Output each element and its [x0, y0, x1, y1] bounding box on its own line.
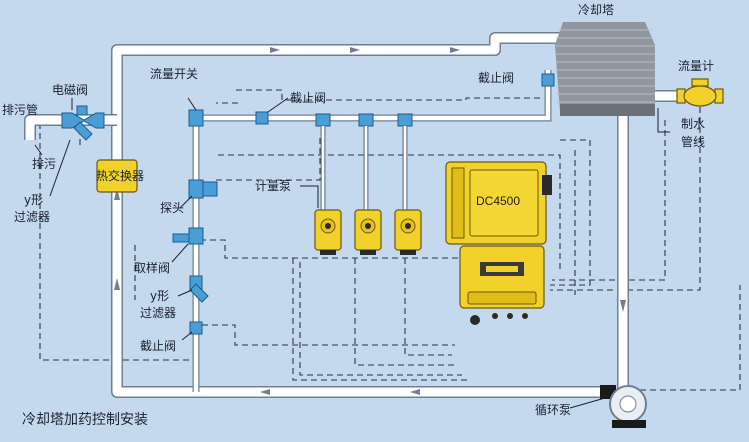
solenoid-valve-label: 电磁阀 — [52, 82, 88, 97]
cooling-tower-label: 冷却塔 — [578, 3, 614, 17]
makeup-line-label-2: 管线 — [681, 134, 705, 149]
heat-exchanger — [96, 159, 138, 193]
metering-pump-3 — [394, 209, 422, 255]
metering-pump-2 — [354, 209, 382, 255]
feed-lines — [320, 126, 408, 210]
cooling-tower — [555, 22, 655, 116]
y-filter-left — [73, 121, 93, 141]
flow-arrows — [114, 47, 626, 395]
sampling-valve — [172, 227, 204, 245]
diagram-title: 冷却塔加药控制安装 — [22, 412, 148, 428]
flow-switch-label: 流量开关 — [150, 67, 198, 81]
y-filter-mid — [189, 275, 209, 303]
sampling-valve-label: 取样阀 — [134, 260, 170, 275]
stop-valve-bottom — [189, 321, 203, 335]
injection-points — [315, 113, 413, 127]
controller-label: DC4500 — [476, 194, 520, 208]
circulation-pump — [600, 385, 647, 428]
flow-meter — [676, 78, 724, 107]
stop-valve-bottom-label: 截止阀 — [140, 339, 176, 353]
stop-valve-mid-label: 截止阀 — [290, 91, 326, 105]
flow-switch — [187, 97, 204, 127]
circulation-pump-label: 循环泵 — [535, 403, 571, 417]
drain-pipe-label: 排污管 — [2, 102, 38, 117]
drain-label: 排污 — [32, 157, 56, 171]
flow-meter-label: 流量计 — [678, 59, 714, 73]
y-filter-mid-label-2: 过滤器 — [140, 306, 176, 320]
probe-label: 探头 — [160, 201, 184, 215]
dc4500-controller — [445, 161, 552, 325]
y-filter-mid-label-1: y形 — [150, 289, 169, 303]
y-filter-left-label-2: 过滤器 — [14, 210, 50, 224]
solenoid-valve — [61, 105, 105, 129]
stop-valve-mid — [255, 111, 269, 125]
makeup-line-label: 制水 — [681, 117, 705, 131]
stop-valve-top-label: 截止阀 — [478, 71, 514, 85]
metering-pump-1 — [314, 209, 342, 255]
metering-pump-label: 计量泵 — [255, 179, 291, 193]
stop-valve-top — [541, 73, 555, 87]
heat-exchanger-label: 热交换器 — [96, 168, 144, 183]
y-filter-left-label-1: y形 — [24, 193, 43, 207]
probe — [188, 179, 218, 199]
